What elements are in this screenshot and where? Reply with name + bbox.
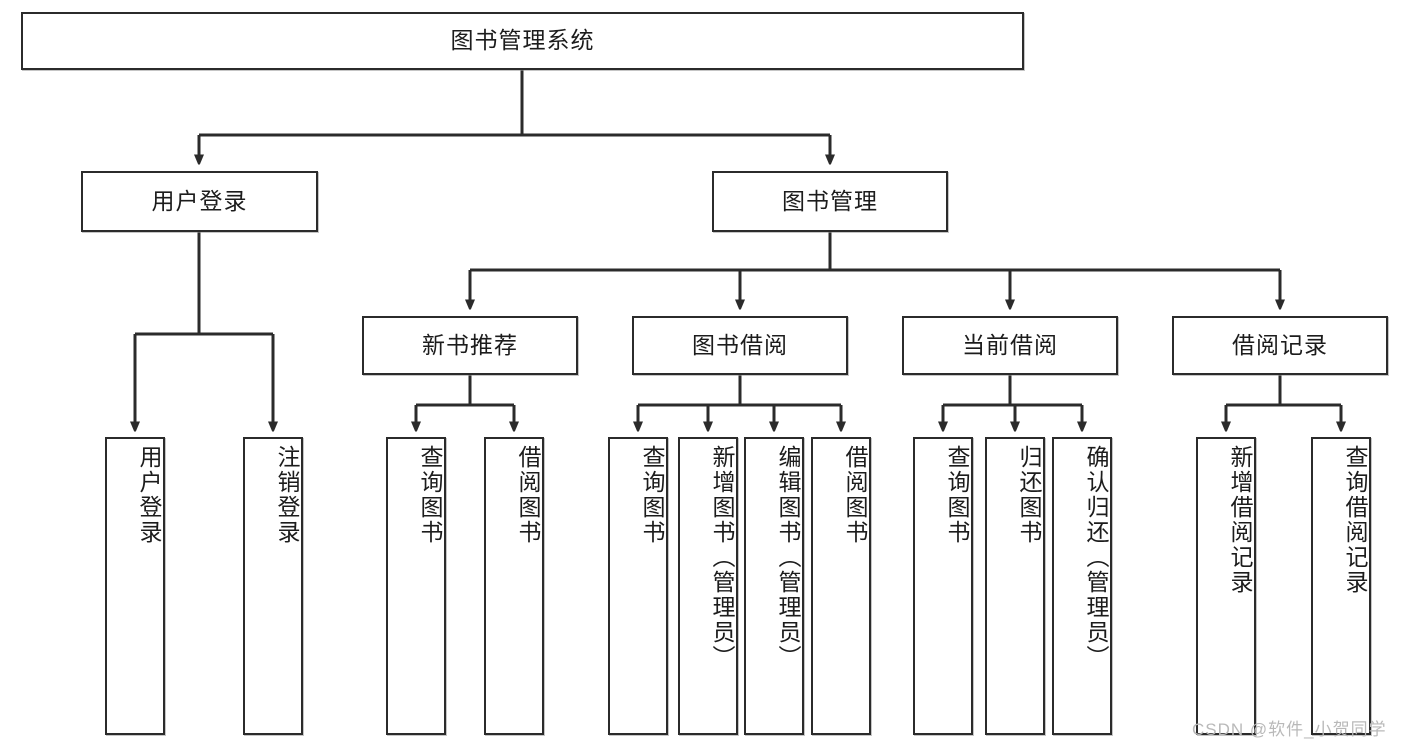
node-book-borrow-label: 图书借阅 [692, 331, 788, 358]
watermark-text: CSDN @软件_小贺同学 [1192, 720, 1387, 739]
node-book-management[interactable]: 图书管理 [712, 171, 948, 232]
node-leaf-query-book-recommend-label: 查询图书 [417, 445, 443, 545]
node-leaf-query-book-borrow-label: 查询图书 [639, 445, 665, 545]
node-leaf-query-book-current-label: 查询图书 [944, 445, 970, 545]
node-root-label: 图书管理系统 [450, 27, 595, 54]
node-user-login-label: 用户登录 [151, 187, 248, 214]
node-leaf-return-book[interactable]: 归还图书 [985, 437, 1045, 735]
node-leaf-borrow-book-recommend-label: 借阅图书 [515, 445, 541, 545]
node-leaf-user-login-label: 用户登录 [136, 445, 162, 545]
edges-new-book-recommend-to-leaves [416, 375, 514, 423]
node-leaf-edit-book-admin[interactable]: 编辑图书（管理员） [744, 437, 804, 735]
node-book-borrow[interactable]: 图书借阅 [632, 316, 848, 375]
node-leaf-query-borrow-record-label: 查询借阅记录 [1342, 445, 1368, 595]
node-leaf-user-login[interactable]: 用户登录 [105, 437, 165, 735]
node-leaf-edit-book-admin-label: 编辑图书（管理员） [775, 445, 801, 670]
edges-book-borrow-to-leaves [638, 375, 841, 423]
edges-current-borrow-to-leaves [943, 375, 1082, 423]
node-borrow-record-label: 借阅记录 [1232, 331, 1328, 358]
edges-root-to-level2 [199, 70, 830, 156]
node-leaf-query-book-borrow[interactable]: 查询图书 [608, 437, 668, 735]
node-leaf-add-book-admin-label: 新增图书（管理员） [709, 445, 735, 670]
node-leaf-query-book-recommend[interactable]: 查询图书 [386, 437, 446, 735]
node-leaf-logout-login-label: 注销登录 [274, 445, 300, 545]
node-leaf-add-borrow-record-label: 新增借阅记录 [1227, 445, 1253, 595]
node-new-book-recommend[interactable]: 新书推荐 [362, 316, 578, 375]
node-leaf-borrow-book-label: 借阅图书 [842, 445, 868, 545]
node-leaf-add-book-admin[interactable]: 新增图书（管理员） [678, 437, 738, 735]
node-leaf-logout-login[interactable]: 注销登录 [243, 437, 303, 735]
node-leaf-query-borrow-record[interactable]: 查询借阅记录 [1311, 437, 1371, 735]
node-current-borrow-label: 当前借阅 [962, 331, 1058, 358]
edges-book-management-to-level3 [470, 232, 1280, 301]
node-current-borrow[interactable]: 当前借阅 [902, 316, 1118, 375]
node-root[interactable]: 图书管理系统 [21, 12, 1024, 70]
node-leaf-confirm-return-admin-label: 确认归还（管理员） [1083, 445, 1109, 670]
node-leaf-borrow-book-recommend[interactable]: 借阅图书 [484, 437, 544, 735]
node-leaf-borrow-book[interactable]: 借阅图书 [811, 437, 871, 735]
node-leaf-return-book-label: 归还图书 [1016, 445, 1042, 545]
node-leaf-add-borrow-record[interactable]: 新增借阅记录 [1196, 437, 1256, 735]
edges-borrow-record-to-leaves [1226, 375, 1341, 423]
node-borrow-record[interactable]: 借阅记录 [1172, 316, 1388, 375]
node-leaf-query-book-current[interactable]: 查询图书 [913, 437, 973, 735]
node-new-book-recommend-label: 新书推荐 [422, 331, 518, 358]
node-book-management-label: 图书管理 [782, 187, 878, 214]
node-leaf-confirm-return-admin[interactable]: 确认归还（管理员） [1052, 437, 1112, 735]
edges-user-login-to-leaves [135, 232, 273, 423]
node-user-login[interactable]: 用户登录 [81, 171, 318, 232]
